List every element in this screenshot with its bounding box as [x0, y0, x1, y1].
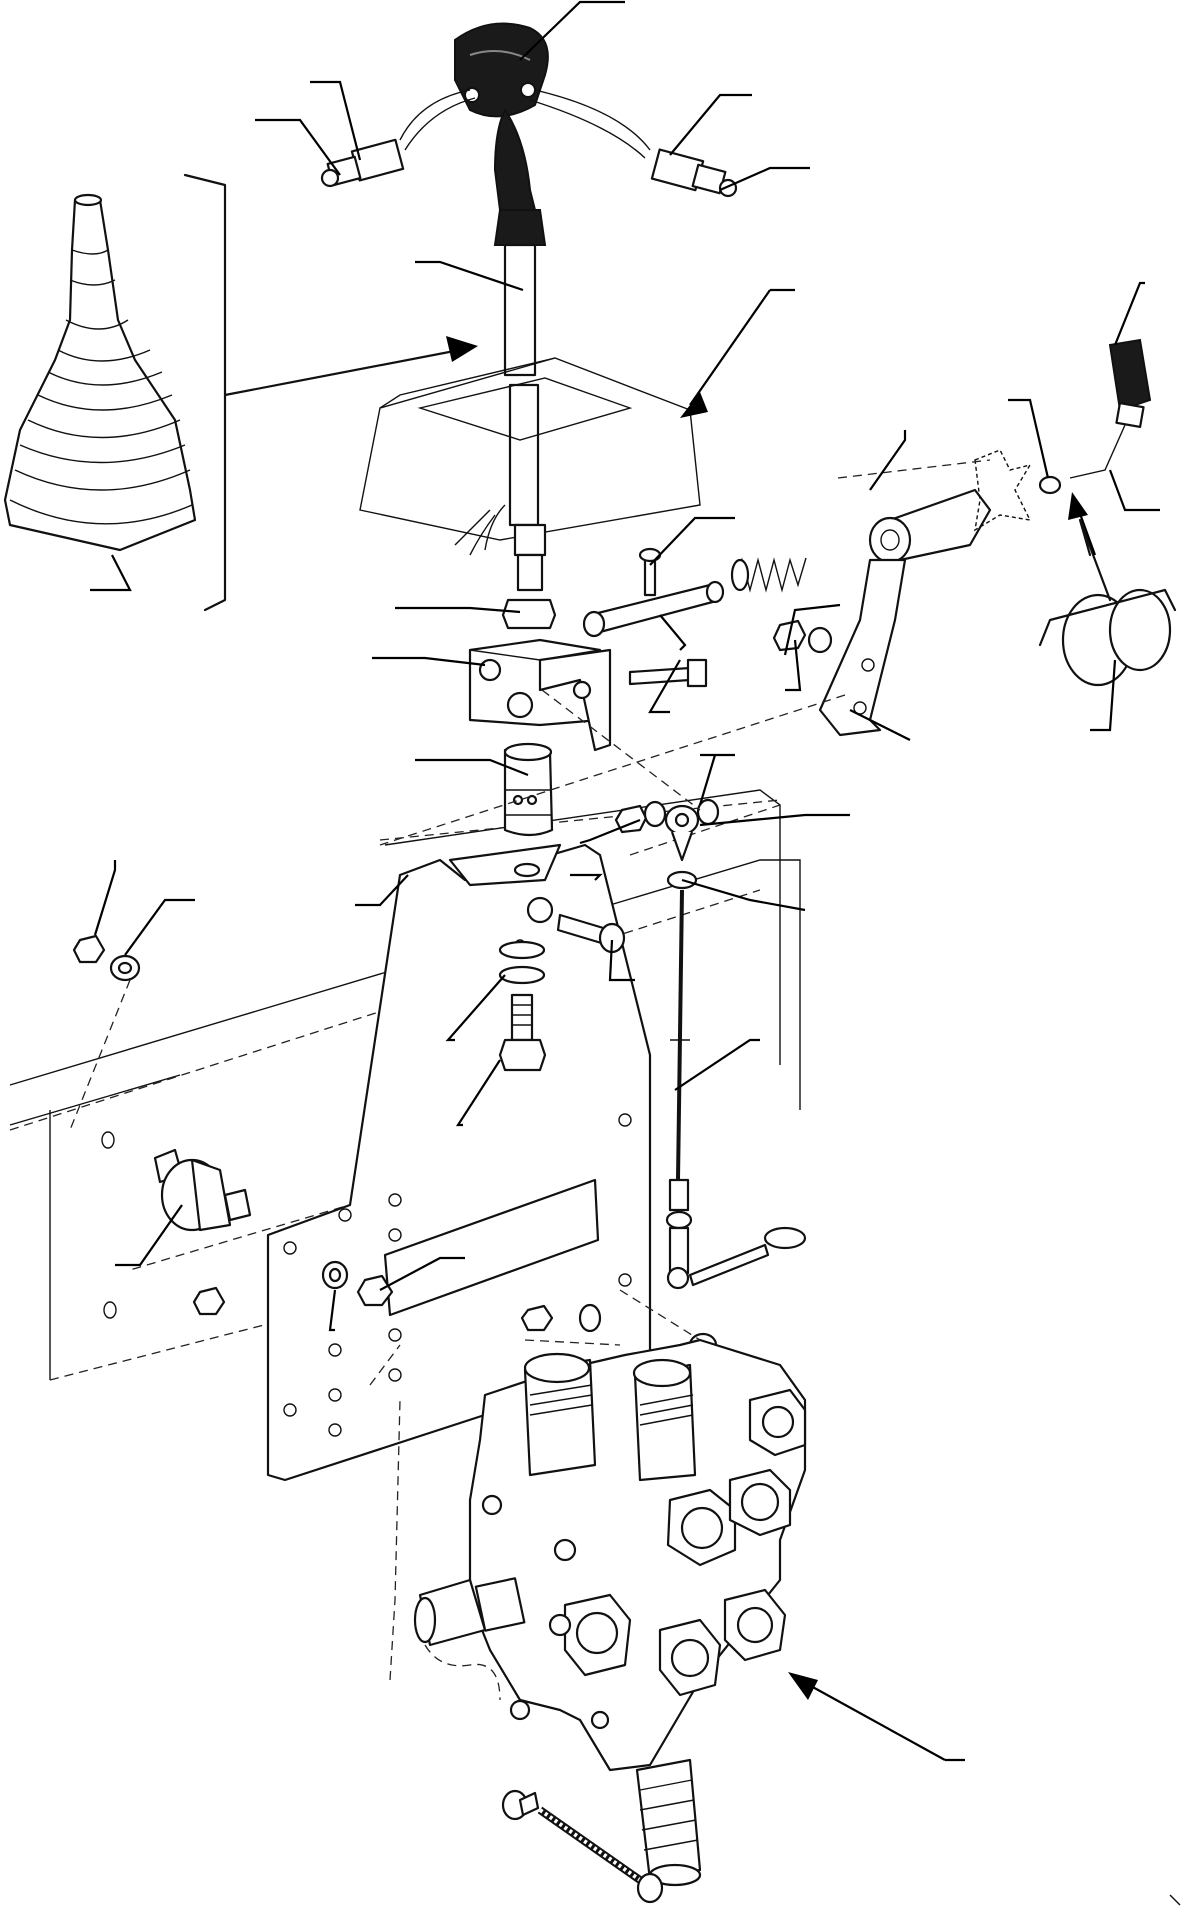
switch-right: [529, 89, 738, 198]
console-arrow: [680, 288, 795, 418]
center-bolt: [498, 940, 547, 1072]
control-lever: [493, 108, 547, 527]
bracket-bolt: [628, 658, 708, 688]
pivot-bracket: [468, 638, 612, 752]
boot-bracket: [183, 173, 478, 612]
switch-left: [320, 89, 476, 188]
corner-mark: [1169, 1894, 1181, 1906]
rod-end-fasteners: [614, 798, 720, 834]
mounting-plate: [266, 843, 652, 1482]
swivel-joint: [503, 742, 554, 837]
mount-nut-washer: [72, 934, 141, 982]
console-cover: [359, 357, 701, 556]
rubber-boot: [3, 193, 197, 552]
side-bolt: [526, 896, 626, 954]
control-knob: [454, 22, 549, 118]
construction-lines: [69, 459, 991, 1681]
lever-lower: [501, 523, 557, 630]
cable-clamp: [1038, 518, 1177, 687]
long-bolt: [501, 1789, 664, 1904]
valve-arrow: [788, 1672, 965, 1762]
pivot-pin: [582, 547, 725, 638]
pin-nut-washer: [772, 619, 833, 654]
bell-crank: [818, 488, 992, 737]
push-pull-cable: [974, 338, 1152, 532]
damper-mount: [153, 1148, 252, 1232]
control-valve: [413, 1338, 807, 1887]
clamp-arrow: [1068, 492, 1097, 556]
plate-nut-washer: [192, 1260, 394, 1316]
return-spring: [730, 557, 807, 593]
callout-leaders: [90, 0, 1160, 1332]
link-rod: [664, 804, 807, 1290]
